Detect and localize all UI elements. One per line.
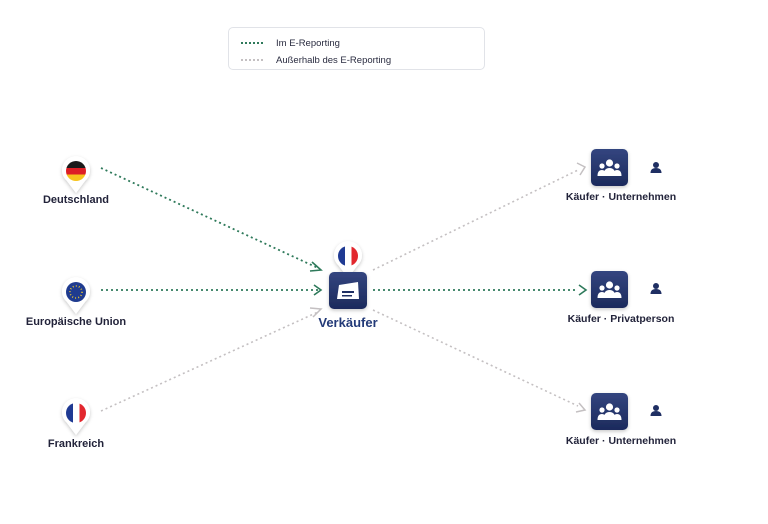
seller-label: Verkäufer: [318, 315, 378, 330]
person-icon: [650, 405, 662, 416]
germany-flag-icon: [61, 156, 90, 193]
seller-shop-icon: [337, 282, 359, 299]
buyer-node-2: [591, 271, 662, 308]
buyer-node-3: [591, 393, 662, 430]
seller-flag-pin: [334, 241, 362, 278]
legend-label-out-reporting: Außerhalb des E-Reporting: [276, 54, 392, 66]
buyer-group-icon: [597, 403, 622, 420]
buyer-label-2: Käufer · Privatperson: [567, 313, 675, 325]
legend-item-out-reporting: Außerhalb des E-Reporting: [241, 53, 391, 67]
connection-frankreich-to-seller: [100, 307, 323, 412]
connection-eu-to-seller: [101, 284, 323, 296]
person-icon: [650, 162, 662, 173]
connection-seller-to-buyer-1: [372, 162, 587, 271]
origin-label-eu: Europäische Union: [25, 316, 127, 328]
seller-node: [329, 241, 367, 309]
origin-label-deutschland: Deutschland: [42, 194, 110, 206]
legend-label-in-reporting: Im E-Reporting: [276, 37, 340, 49]
legend: Im E-Reporting Außerhalb des E-Reporting: [228, 27, 485, 70]
buyer-group-icon: [597, 159, 622, 176]
legend-item-in-reporting: Im E-Reporting: [241, 36, 340, 50]
france-flag-icon: [62, 398, 91, 435]
person-icon: [650, 283, 662, 294]
connection-deutschland-to-seller: [100, 167, 323, 272]
buyer-label-3: Käufer · Unternehmen: [565, 435, 677, 447]
buyer-group-icon: [597, 281, 622, 298]
connection-seller-to-buyer-2: [373, 284, 588, 296]
buyer-node-1: [591, 149, 662, 186]
connection-seller-to-buyer-3: [372, 309, 587, 413]
buyer-label-1: Käufer · Unternehmen: [565, 191, 677, 203]
legend-swatch-in-reporting: [241, 42, 263, 44]
origin-label-frankreich: Frankreich: [47, 438, 105, 450]
eu-flag-icon: [62, 277, 91, 314]
legend-swatch-out-reporting: [241, 59, 263, 61]
